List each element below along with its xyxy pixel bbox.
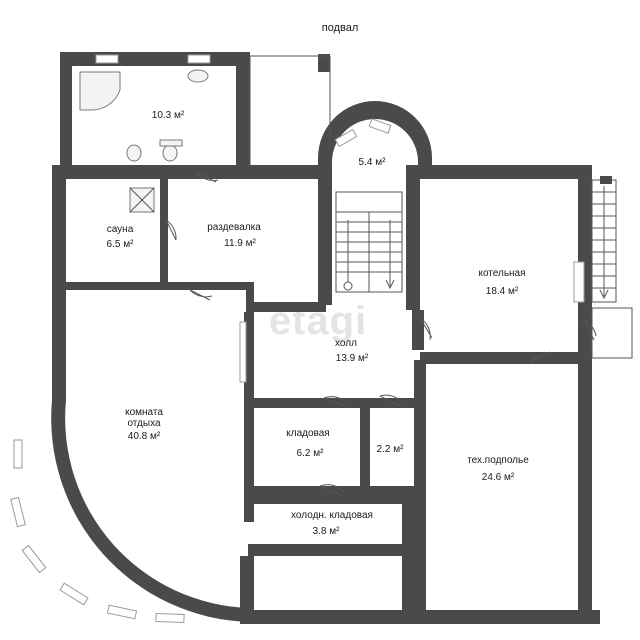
doors [165, 171, 597, 497]
cold-pantry-area: 3.8 м² [313, 526, 341, 537]
hall-stairs [335, 191, 403, 293]
room-labels: 10.3 м² 5.4 м² сауна 6.5 м² раздевалка 1… [107, 110, 530, 537]
hall-name: холл [335, 338, 357, 349]
pantry-area: 6.2 м² [297, 448, 325, 459]
sauna-heater-icon [129, 187, 155, 213]
sauna-area: 6.5 м² [107, 239, 135, 250]
lounge-area: 40.8 м² [128, 431, 161, 442]
pantry-name: кладовая [286, 428, 329, 439]
outer-walls [51, 52, 600, 624]
closet-area: 2.2 м² [377, 444, 405, 455]
dressing-area: 11.9 м² [224, 238, 256, 249]
dressing-name: раздевалка [207, 222, 261, 233]
stair-tower-area: 5.4 м² [359, 157, 387, 168]
cold-pantry-name: холодн. кладовая [291, 510, 373, 521]
terrace [249, 55, 331, 165]
bathroom-fixtures [79, 69, 209, 162]
floor-title: подвал [322, 22, 359, 34]
boiler-name: котельная [478, 268, 525, 279]
exterior-stairs [591, 176, 633, 359]
windows [10, 54, 585, 624]
lounge-name-line2: отдыха [127, 418, 161, 429]
inner-walls [66, 179, 580, 610]
sauna-name: сауна [107, 224, 134, 235]
tech-name: тех.подполье [467, 455, 529, 466]
tech-area: 24.6 м² [482, 472, 515, 483]
boiler-area: 18.4 м² [486, 286, 519, 297]
lounge-name-line1: комната [125, 407, 163, 418]
hall-area: 13.9 м² [336, 353, 369, 364]
bathroom-area: 10.3 м² [152, 110, 185, 121]
